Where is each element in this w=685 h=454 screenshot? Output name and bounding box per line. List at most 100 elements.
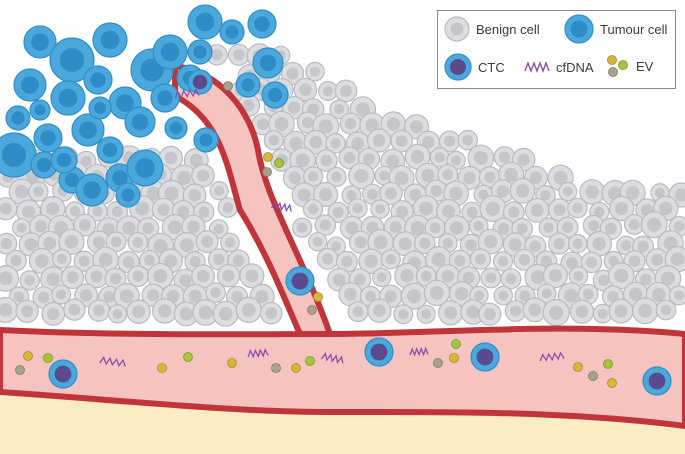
benign-cell [372,267,392,288]
ev-particle [307,305,317,315]
ctc-cell [187,69,213,95]
benign-cell [209,180,229,201]
benign-cell [390,129,413,153]
benign-cell [607,262,635,290]
benign-cell [107,304,128,324]
benign-cell [379,181,403,206]
benign-cell [327,201,349,224]
benign-cell [326,166,347,188]
cfdna-fragment [247,348,269,359]
benign-cell [438,300,464,326]
ctc-cell [285,266,315,296]
tumour-cell [252,47,284,79]
tumour-cell [83,65,113,95]
benign-cell [339,112,362,135]
benign-cell [558,181,578,202]
ev-particle [157,363,167,373]
tumour-cell [193,127,219,153]
cfdna-fragment [409,346,429,357]
benign-cell [151,197,176,222]
benign-cell [0,197,18,221]
benign-cell [413,232,436,254]
benign-cell [493,251,514,272]
tumour-cell [50,80,86,116]
benign-cell [126,299,151,324]
legend-tumour-cell: Tumour cell [564,14,667,44]
benign-cell [58,228,85,255]
benign-cell [567,197,588,219]
ctc-icon [444,53,472,81]
benign-cell [631,297,659,325]
benign-cell [608,298,634,324]
benign-cell [609,195,635,222]
tumour-cell [152,34,188,70]
ev-particle [271,363,281,373]
benign-cell [548,232,571,255]
benign-cell [303,166,324,187]
benign-cell [338,146,362,170]
benign-cell [51,248,72,269]
benign-cell [655,299,677,321]
ev-icon [607,55,628,77]
benign-cell [416,304,436,324]
benign-cell [316,247,339,270]
tumour-cell [96,136,124,164]
legend-ctc: CTC [444,53,505,81]
benign-cell [645,248,669,272]
legend-cfdna-label: cfDNA [556,59,594,75]
benign-cell [500,268,522,290]
benign-cell [280,61,305,86]
benign-cell [329,99,350,120]
benign-cell [493,285,513,306]
benign-cell [147,262,174,290]
tumour-cell [29,99,51,121]
benign-cell [205,282,226,303]
benign-cell [28,247,56,275]
legend-ctc-label: CTC [478,59,505,75]
tumour-cell [261,81,289,109]
cfdna-fragment [174,88,200,99]
benign-cell [580,251,603,274]
benign-cell [227,43,250,66]
benign-cell [313,181,339,208]
benign-cell [195,230,219,254]
benign-cell [73,213,97,237]
benign-cell [412,195,440,222]
legend-cfdna: cfDNA [524,59,594,75]
benign-cell [348,162,375,190]
benign-cell [393,304,414,325]
ev-particle [603,359,613,369]
benign-cell [259,301,283,325]
ev-particle [227,358,237,368]
tumour-cell [5,105,31,131]
benign-cell [87,299,111,322]
ev-particle [274,158,284,168]
benign-cell [0,232,18,255]
ev-particle [183,352,193,362]
benign-cell [478,302,502,326]
benign-cell [469,248,492,270]
benign-cell [302,198,324,220]
ctc-cell [470,342,500,372]
ev-particle [433,358,443,368]
benign-cell [542,299,570,327]
cfdna-fragment [320,352,344,364]
ctc-cell [364,337,394,367]
benign-cell [212,300,239,327]
benign-cell [217,197,239,218]
legend-benign-label: Benign cell [476,21,540,37]
benign-cell [84,264,109,289]
ctc-cell [642,366,672,396]
ev-particle [263,152,273,162]
benign-cell [305,61,325,82]
benign-cell [127,265,149,288]
cfdna-fragment [270,200,292,213]
benign-cell [318,80,339,101]
benign-cell [292,217,313,238]
legend-ev-label: EV [636,58,654,74]
vessel-contents [15,69,672,396]
benign-cell [303,129,329,155]
tumour-cell [13,68,47,102]
benign-cell [504,300,527,322]
